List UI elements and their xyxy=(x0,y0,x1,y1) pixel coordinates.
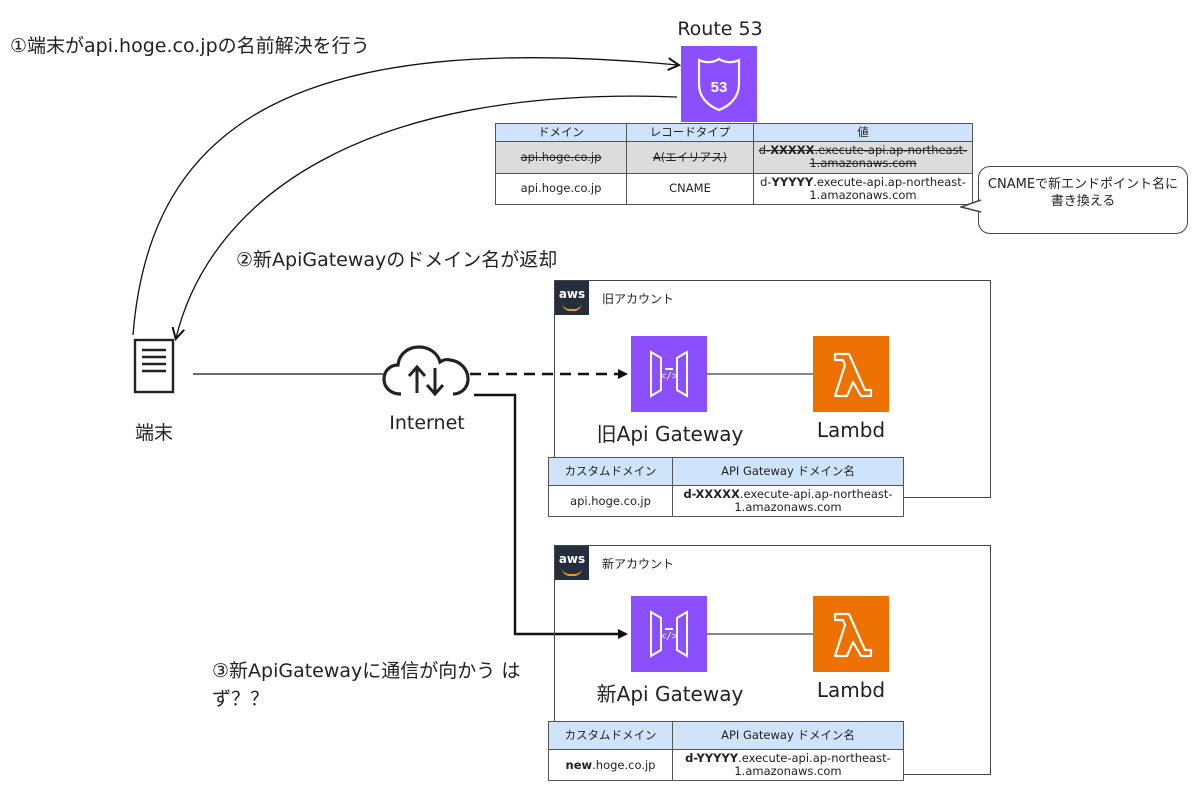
table-row: new.hoge.co.jp d-YYYYY.execute-api.ap-no… xyxy=(548,748,904,782)
header-value: 値 xyxy=(753,122,973,143)
svg-text:53: 53 xyxy=(711,79,728,96)
step3-label: ③新ApiGatewayに通信が向かう はず？？ xyxy=(212,660,521,710)
header-record-type: レコードタイプ xyxy=(626,122,754,143)
lambda-icon xyxy=(813,596,889,672)
header-gateway-domain: API Gateway ドメイン名 xyxy=(672,457,904,486)
step2-label: ②新ApiGatewayのドメイン名が返却 xyxy=(236,249,558,271)
api-gateway-icon: </> xyxy=(631,596,707,672)
old-custom-domain-table: カスタムドメイン API Gateway ドメイン名 api.hoge.co.j… xyxy=(548,457,904,518)
route53-icon: 53 xyxy=(681,46,757,122)
record-type: CNAME xyxy=(626,172,754,206)
aws-logo: aws xyxy=(555,281,589,315)
new-lambda-label: Lambd xyxy=(816,678,886,702)
header-custom-domain: カスタムドメイン xyxy=(548,457,673,486)
table-row: api.hoge.co.jp CNAME d-YYYYY.execute-api… xyxy=(495,172,973,206)
terminal-label: 端末 xyxy=(134,422,173,444)
callout-text: CNAMEで新エンドポイント名に書き換える xyxy=(987,177,1179,209)
old-gateway-label: 旧Api Gateway xyxy=(596,422,744,446)
gateway-domain-value: d-YYYYY.execute-api.ap-northeast-1.amazo… xyxy=(672,748,904,782)
new-custom-domain-table: カスタムドメイン API Gateway ドメイン名 new.hoge.co.j… xyxy=(548,721,904,782)
cloud-icon xyxy=(381,342,473,406)
route53-record-table: ドメイン レコードタイプ 値 api.hoge.co.jp A(エイリアス) d… xyxy=(495,122,973,206)
old-account-name: 旧アカウント xyxy=(602,292,675,306)
record-domain: api.hoge.co.jp xyxy=(495,141,627,174)
dns-response-arrow xyxy=(176,95,678,338)
header-custom-domain: カスタムドメイン xyxy=(548,721,673,750)
header-domain: ドメイン xyxy=(495,122,627,143)
record-type: A(エイリアス) xyxy=(626,141,754,174)
callout-bubble: CNAMEで新エンドポイント名に書き換える xyxy=(960,166,1188,234)
record-value: d-YYYYY.execute-api.ap-northeast-1.amazo… xyxy=(753,172,973,206)
record-domain: api.hoge.co.jp xyxy=(495,172,627,206)
new-gateway-label: 新Api Gateway xyxy=(596,682,744,706)
svg-text:</>: </> xyxy=(660,371,678,382)
lambda-icon xyxy=(813,336,889,412)
api-gateway-icon: </> xyxy=(631,336,707,412)
terminal-icon xyxy=(133,338,175,398)
new-account-name: 新アカウント xyxy=(602,557,675,571)
table-row: api.hoge.co.jp A(エイリアス) d-XXXXX.execute-… xyxy=(495,141,973,174)
old-lambda-label: Lambd xyxy=(816,418,886,442)
record-value: d-XXXXX.execute-api.ap-northeast-1.amazo… xyxy=(753,141,973,174)
header-gateway-domain: API Gateway ドメイン名 xyxy=(672,721,904,750)
route53-title: Route 53 xyxy=(677,18,763,40)
new-route-arrow xyxy=(474,393,628,639)
callout-tail xyxy=(960,199,982,213)
step1-label: ①端末がapi.hoge.co.jpの名前解決を行う xyxy=(10,35,370,57)
table-row: api.hoge.co.jp d-XXXXX.execute-api.ap-no… xyxy=(548,484,904,518)
aws-logo: aws xyxy=(555,546,589,580)
svg-text:</>: </> xyxy=(660,631,678,642)
gateway-domain-value: d-XXXXX.execute-api.ap-northeast-1.amazo… xyxy=(672,484,904,518)
custom-domain-value: new.hoge.co.jp xyxy=(548,748,673,782)
custom-domain-value: api.hoge.co.jp xyxy=(548,484,673,518)
dns-query-arrow xyxy=(132,57,678,336)
internet-label: Internet xyxy=(389,412,465,434)
